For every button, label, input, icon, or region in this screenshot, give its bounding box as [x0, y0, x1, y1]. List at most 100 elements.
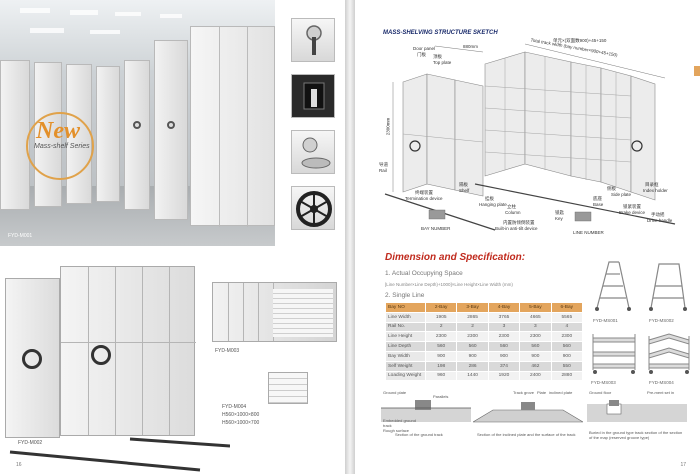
book-spine	[345, 0, 355, 474]
cabinet-front	[60, 266, 196, 436]
drive-handle-icon	[133, 121, 141, 129]
spec-row-label: Line Width	[385, 311, 426, 323]
lbl-bay-number: BAY NUMBER	[421, 226, 451, 231]
ground-track-diagram	[381, 400, 471, 422]
slanted-book-trolley	[648, 333, 690, 374]
spec-cell: 3765	[487, 311, 521, 323]
spec-cell: 900	[550, 350, 584, 362]
lbl-key: Key	[555, 216, 563, 221]
spec-cell: 2	[424, 321, 458, 333]
lbl-side-plate: Side plate	[611, 192, 632, 197]
spec-cell: 198	[424, 360, 458, 372]
lbl-termination: Termination device	[405, 196, 443, 201]
spec-row-label: Self Weight	[385, 360, 426, 372]
new-badge-subtitle: Mass-shelf Series	[34, 143, 90, 150]
track-2-title3: inclined plate	[549, 390, 573, 395]
track-1-note: Parallels	[433, 394, 449, 399]
spec-row-label: Bay Width	[385, 350, 426, 362]
buried-track-diagram	[587, 400, 687, 422]
lbl-shelf-cn: 隔板	[459, 182, 468, 187]
lbl-index-holder: Index holder	[643, 188, 668, 193]
drive-handle-icon	[167, 121, 175, 129]
new-badge: New	[36, 118, 80, 144]
page-number-right: 17	[680, 462, 686, 468]
lbl-drive-cn: 手动摇	[651, 212, 665, 217]
spec-cell: 1905	[424, 311, 458, 323]
shelving-diagram	[384, 43, 676, 231]
thumb-brake-lever	[291, 74, 335, 118]
track-3-title: Ground floor	[589, 390, 612, 395]
spec-cell: 2300	[487, 331, 521, 343]
lbl-termination-cn: 终端装置	[415, 190, 433, 195]
spec-cell: 374	[487, 360, 521, 372]
thumb-handle-knob	[291, 130, 335, 174]
spec-cell: 2	[456, 321, 489, 333]
track-section-ground: Ground plate Parallels Embedded ground t…	[381, 390, 471, 444]
track-2-caption: Section of the inclined plate and the su…	[477, 432, 576, 437]
spec-cell: 560	[519, 341, 552, 352]
spec-header-row: Bay NO 2-Bay 3-Bay 4-Bay 5-Bay 6-Bay	[385, 302, 584, 313]
key-lock-icon	[306, 25, 322, 55]
lbl-base: Base	[593, 202, 604, 207]
lbl-rail: Rail	[379, 168, 387, 173]
dimension-title: Dimension and Specification:	[385, 252, 526, 263]
spec-cell: 2300	[424, 331, 458, 343]
spec-row: Rail No. 2 2 3 3 4	[385, 321, 584, 333]
ladder-trolley	[649, 263, 687, 311]
lbl-index-holder-cn: 目录框	[645, 182, 659, 187]
spec-cell: 1920	[487, 370, 521, 382]
spec-cell: 900	[487, 350, 521, 362]
hero-product-code: FYD-M001	[8, 233, 33, 239]
lbl-key-cn: 锁匙	[555, 210, 564, 215]
detail-thumbnails	[285, 18, 340, 242]
spec-cell: 2880	[550, 370, 584, 382]
right-page: MASS-SHELVING STRUCTURE SKETCH	[355, 0, 700, 474]
rack	[96, 66, 120, 202]
section-1-formula: [Line Number×Line Depth)+1000]×Line Heig…	[385, 282, 513, 287]
lbl-line-number: LINE NUMBER	[573, 230, 604, 235]
lbl-base-cn: 底座	[593, 196, 602, 201]
spec-cell: 560	[487, 341, 521, 352]
spec-cell: 2300	[550, 331, 584, 343]
track-3-title2: Pre-ment set in	[647, 390, 675, 395]
rack	[154, 40, 188, 220]
steering-wheel-icon	[22, 349, 42, 369]
lbl-door-panel-cn: 门板	[417, 52, 426, 57]
floor-rails	[9, 437, 230, 472]
trolley-caption: FYD-MS003	[591, 380, 616, 385]
thumb-key-lock	[291, 18, 335, 62]
left-page: New Mass-shelf Series FYD-M001	[0, 0, 345, 474]
spec-cell: 2400	[519, 370, 552, 382]
drawer-cabinet	[212, 282, 337, 342]
lbl-brake: Brake device	[619, 210, 646, 215]
sample-code: FYD-M004	[222, 404, 247, 410]
trolley-caption: FYD-MS004	[649, 380, 674, 385]
bottom-products: FYD-M002 FYD-M003 FYD-M004 H560×1000×800…	[0, 254, 345, 474]
lbl-top-plate-cn: 顶板	[433, 54, 442, 59]
trolley-caption: FYD-MS001	[593, 318, 618, 323]
spec-cell: 4	[550, 321, 584, 333]
spec-header-cell: 4-Bay	[487, 302, 521, 313]
spec-header-cell: 3-Bay	[456, 302, 489, 313]
lbl-column: Column	[505, 210, 521, 215]
new-badge-ring	[26, 112, 94, 180]
track-2-title: Track grove	[513, 390, 534, 395]
trolley-caption: FYD-MS002	[649, 318, 674, 323]
lbl-hanging: Hanging plate	[479, 202, 507, 207]
lbl-rail-cn: 导道	[379, 162, 388, 167]
structure-sketch: Door panel 门板 顶板 Top plate 880mm 单元×(双面数…	[375, 34, 685, 244]
lbl-drive: Drive handle	[647, 218, 673, 223]
lbl-anti-tilt: Built-in anti-tilt device	[495, 226, 538, 231]
lbl-shelf: Shelf	[459, 188, 470, 193]
track-3-caption: Buried in the ground type track section …	[589, 430, 683, 440]
lbl-total-width-cn: 单元×(双面数900)+45+150	[553, 38, 607, 43]
page-tab-marker	[694, 66, 700, 76]
spec-cell: 550	[550, 360, 584, 372]
spec-cell: 462	[519, 360, 552, 372]
spec-header-cell: 5-Bay	[519, 302, 552, 313]
spec-header-cell: 6-Bay	[550, 302, 584, 313]
thumb-steering-wheel	[291, 186, 335, 230]
lbl-column-cn: 立柱	[507, 204, 516, 209]
sample-dims-2: H560×1000×700	[222, 420, 260, 426]
spec-cell: 2300	[456, 331, 489, 343]
